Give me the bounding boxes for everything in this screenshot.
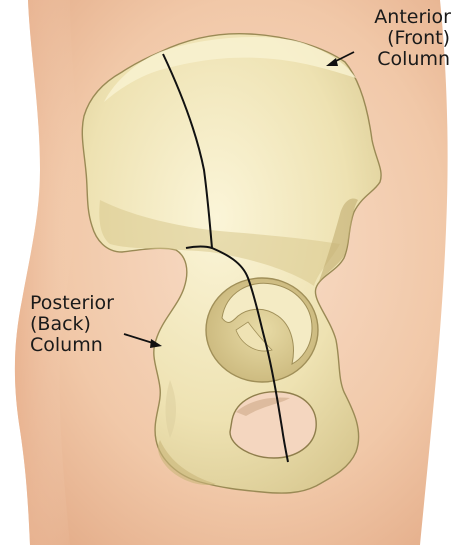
posterior-label-line3: Column xyxy=(30,335,114,356)
posterior-label-line1: Posterior xyxy=(30,293,114,314)
anterior-column-label: Anterior (Front) Column xyxy=(374,7,450,70)
posterior-column-label: Posterior (Back) Column xyxy=(30,293,114,356)
anterior-label-line3: Column xyxy=(374,49,450,70)
anterior-label-line1: Anterior xyxy=(374,7,451,28)
anterior-label-line2: (Front) xyxy=(374,28,450,49)
posterior-label-line2: (Back) xyxy=(30,314,114,335)
